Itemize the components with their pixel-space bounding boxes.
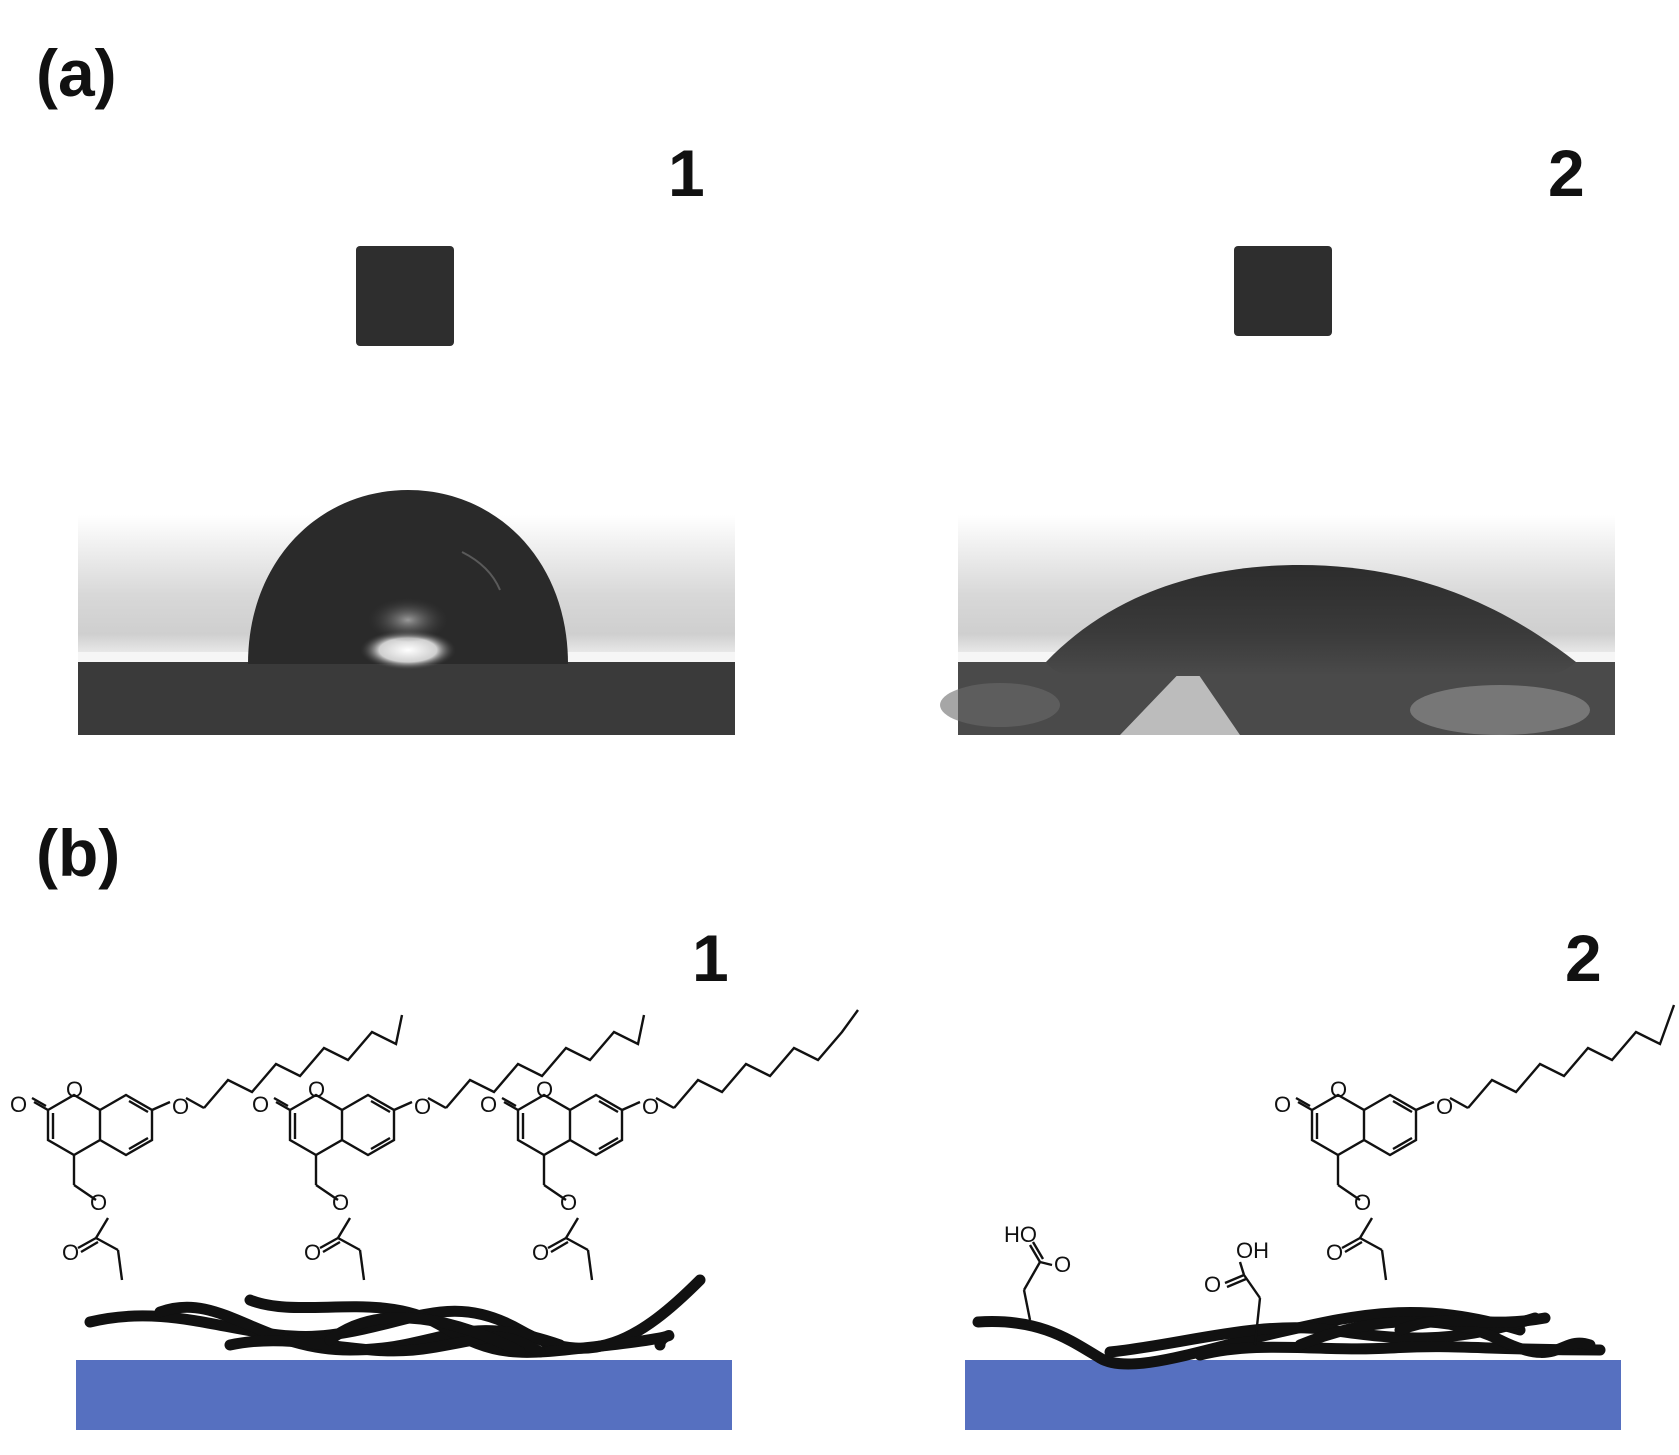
oxygen-label: O <box>332 1190 349 1215</box>
oxygen-label: O <box>304 1240 321 1265</box>
oxygen-label: O <box>1436 1094 1453 1119</box>
oxygen-label: O <box>10 1092 27 1117</box>
oxygen-label: O <box>172 1094 189 1119</box>
substrate-1 <box>76 1360 732 1430</box>
oxygen-label: O <box>66 1077 83 1102</box>
panel-a-sample-2-label: 2 <box>1548 136 1585 210</box>
polymer-mesh-2 <box>972 1307 1606 1370</box>
coumarin-unit-3 <box>500 1009 859 1282</box>
oxygen-label: O <box>1054 1252 1071 1277</box>
oxygen-label: O <box>642 1094 659 1119</box>
coumarin-unit-4 <box>1294 1004 1676 1282</box>
oxygen-label: O <box>252 1092 269 1117</box>
oxygen-label: O <box>62 1240 79 1265</box>
oxygen-label: O <box>560 1190 577 1215</box>
contact-angle-photo-1 <box>78 246 735 735</box>
panel-a-label: (a) <box>36 36 117 110</box>
oxygen-label: O <box>1330 1077 1347 1102</box>
coumarin-unit-2 <box>272 1014 646 1282</box>
coumarin-unit-1 <box>30 1014 404 1282</box>
oxygen-label: O <box>480 1092 497 1117</box>
carboxylic-acid-1 <box>1022 1241 1053 1321</box>
oxygen-label: O <box>1204 1272 1221 1297</box>
hydroxyl-label: HO <box>1004 1222 1037 1247</box>
oxygen-label: O <box>90 1190 107 1215</box>
needle-1 <box>356 246 454 346</box>
oxygen-label: O <box>536 1077 553 1102</box>
panel-b-sample-1-label: 1 <box>692 921 729 995</box>
contact-angle-photo-2 <box>940 246 1615 735</box>
needle-2 <box>1234 246 1332 336</box>
droplet-1 <box>248 490 568 664</box>
substrate-2 <box>965 1360 1621 1430</box>
oxygen-label: O <box>1274 1092 1291 1117</box>
panel-b-label: (b) <box>36 816 121 890</box>
panel-a-sample-1-label: 1 <box>668 136 705 210</box>
panel-b-sample-2-label: 2 <box>1565 921 1602 995</box>
oxygen-label: O <box>1354 1190 1371 1215</box>
carboxylic-acid-2 <box>1224 1261 1262 1346</box>
oxygen-label: O <box>414 1094 431 1119</box>
oxygen-label: O <box>308 1077 325 1102</box>
atom-labels: O O O O O O O O O O O O O O O O O O O O … <box>10 1077 1453 1297</box>
droplet-2 <box>1046 565 1576 676</box>
polymer-mesh-1 <box>84 1274 706 1358</box>
hydroxyl-label: OH <box>1236 1238 1269 1263</box>
oxygen-label: O <box>532 1240 549 1265</box>
oxygen-label: O <box>1326 1240 1343 1265</box>
